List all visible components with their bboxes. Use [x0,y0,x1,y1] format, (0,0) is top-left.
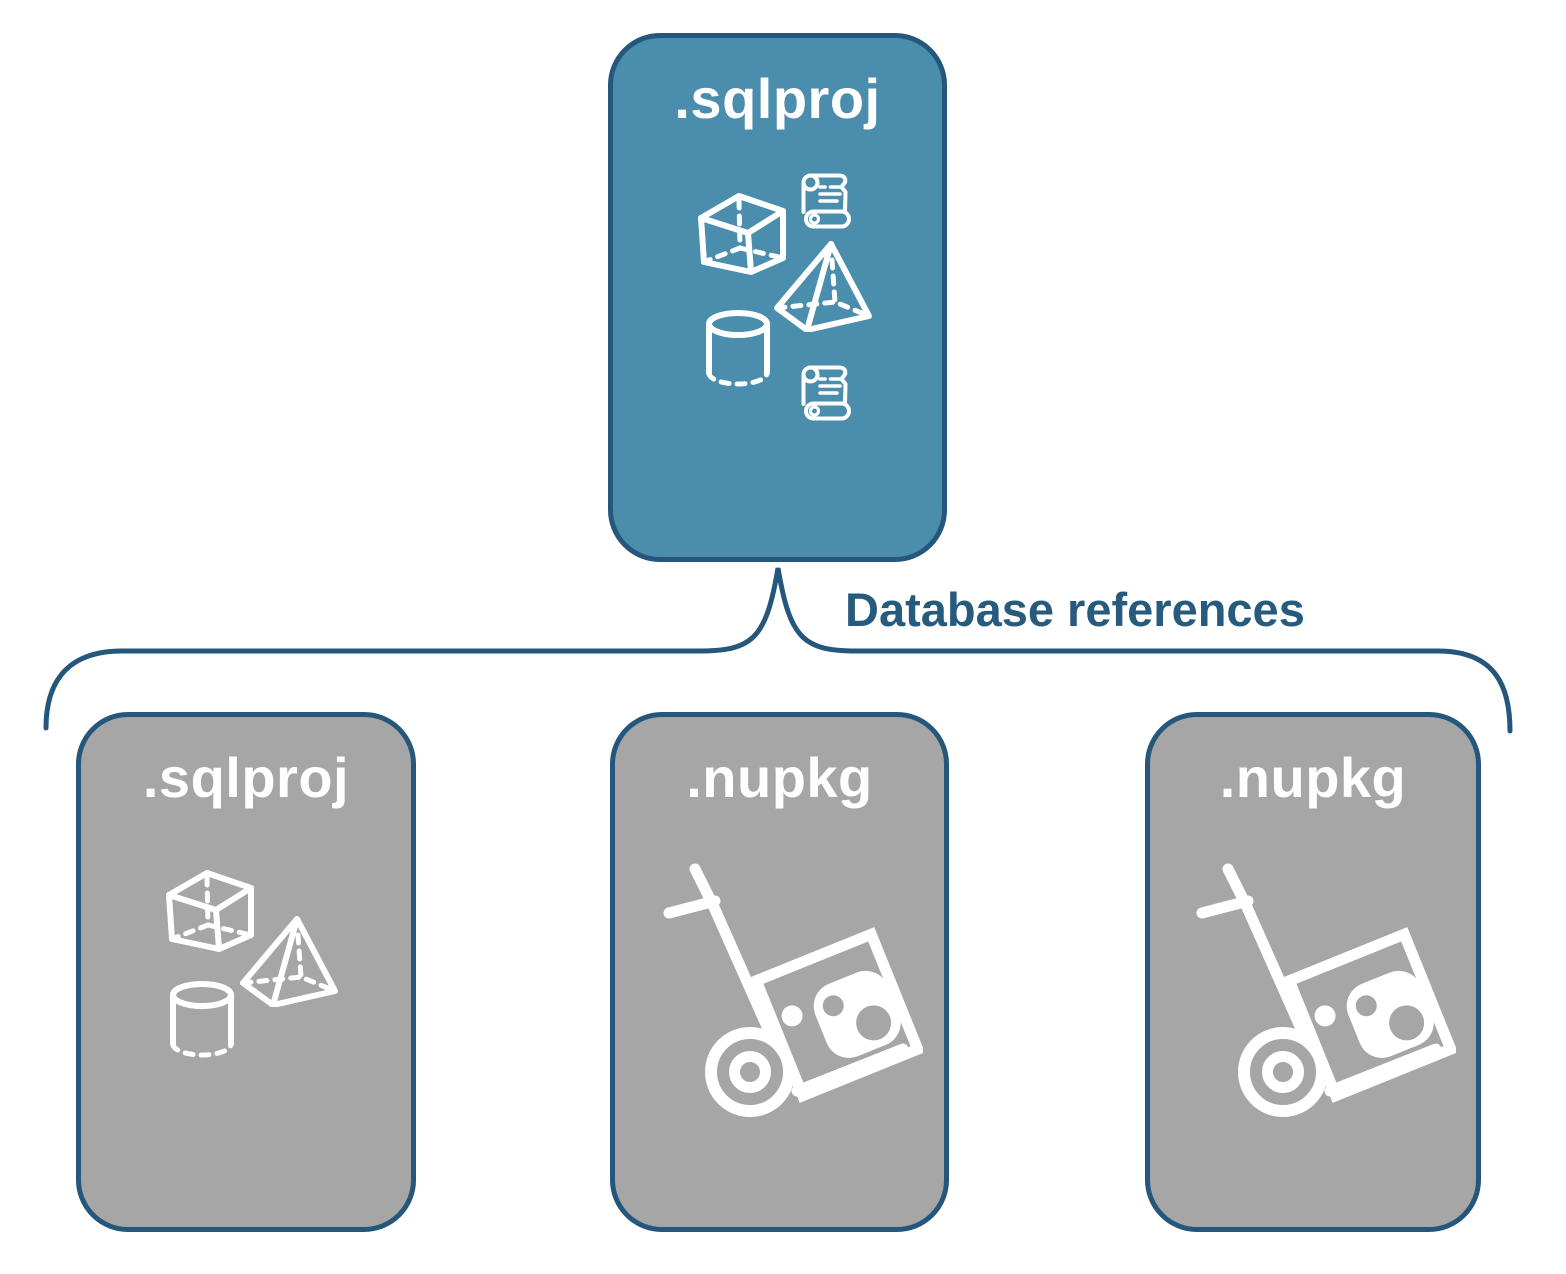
bottom-nupkg-card-2: .nupkg [1145,712,1481,1232]
pyramid-icon [240,916,338,1007]
nuget-package-box [749,927,923,1103]
pyramid-icon [774,241,872,332]
connector-label: Database references [845,583,1305,636]
handtruck-bar [707,899,779,1046]
bottom-nupkg-card-1: .nupkg [610,712,949,1232]
nuget-handtruck-icon [663,863,923,1117]
cube-icon [166,870,254,952]
nuget-handtruck-icon [1196,863,1456,1117]
card-title: .sqlproj [674,67,881,130]
cube-icon [698,193,786,275]
card-title: .nupkg [686,746,873,809]
handtruck-plate [791,1043,909,1097]
handtruck-plate [1324,1043,1442,1097]
top-sqlproj-card: .sqlproj [608,33,947,562]
card-title: .sqlproj [142,746,350,809]
nuget-package-box [1282,927,1456,1103]
bottom-sqlproj-card: .sqlproj [76,712,416,1232]
scroll-icon [801,173,851,229]
card-title: .nupkg [1219,746,1407,809]
cylinder-icon [706,310,770,387]
scroll-icon [801,365,851,421]
cylinder-icon [170,981,234,1058]
handtruck-bar [1240,899,1312,1046]
